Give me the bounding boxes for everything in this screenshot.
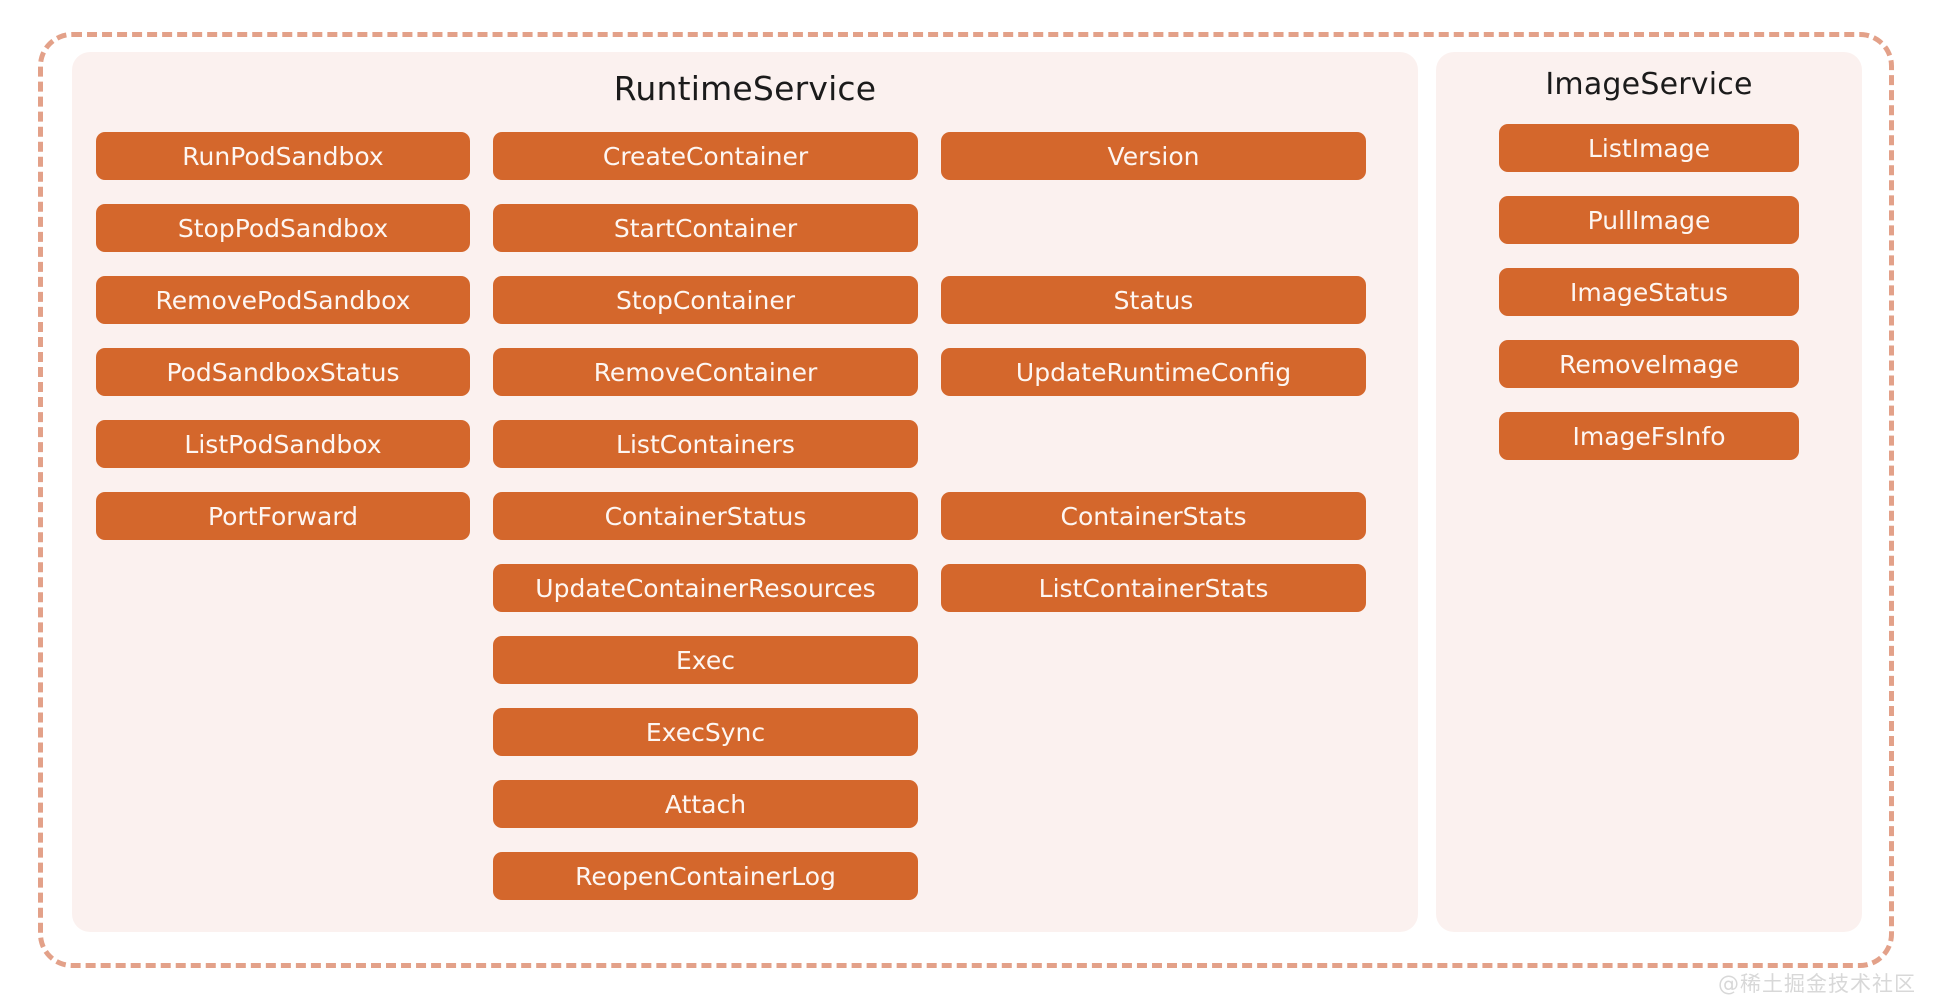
rpc-pill[interactable]: ListImage (1499, 124, 1799, 172)
rpc-pill[interactable]: PodSandboxStatus (96, 348, 470, 396)
rpc-pill[interactable]: CreateContainer (493, 132, 918, 180)
rpc-pill[interactable]: Version (941, 132, 1366, 180)
rpc-pill[interactable]: RemovePodSandbox (96, 276, 470, 324)
rpc-pill[interactable]: RemoveContainer (493, 348, 918, 396)
rpc-pill[interactable]: UpdateContainerResources (493, 564, 918, 612)
panel-image-service-title: ImageService (1545, 67, 1753, 102)
runtime-service-column-1: RunPodSandbox StopPodSandbox RemovePodSa… (96, 132, 470, 540)
rpc-pill[interactable]: StopContainer (493, 276, 918, 324)
rpc-pill[interactable]: ListContainerStats (941, 564, 1366, 612)
rpc-pill[interactable]: RemoveImage (1499, 340, 1799, 388)
rpc-pill[interactable]: UpdateRuntimeConfig (941, 348, 1366, 396)
rpc-pill[interactable]: ImageFsInfo (1499, 412, 1799, 460)
runtime-service-column-2: CreateContainer StartContainer StopConta… (493, 132, 918, 900)
rpc-pill[interactable]: StopPodSandbox (96, 204, 470, 252)
rpc-pill[interactable]: StartContainer (493, 204, 918, 252)
image-service-columns: ListImage PullImage ImageStatus RemoveIm… (1436, 100, 1862, 460)
runtime-service-column-3: Version Status UpdateRuntimeConfig Conta… (941, 132, 1366, 612)
rpc-pill[interactable]: Attach (493, 780, 918, 828)
rpc-pill[interactable]: ContainerStatus (493, 492, 918, 540)
panel-runtime-service: RuntimeService RunPodSandbox StopPodSand… (72, 52, 1418, 932)
rpc-pill[interactable]: ExecSync (493, 708, 918, 756)
rpc-pill[interactable]: RunPodSandbox (96, 132, 470, 180)
watermark-label: @稀土掘金技术社区 (1718, 972, 1916, 996)
dashed-outer-frame (38, 32, 1894, 968)
rpc-pill[interactable]: ReopenContainerLog (493, 852, 918, 900)
rpc-pill[interactable]: Status (941, 276, 1366, 324)
rpc-pill[interactable]: ContainerStats (941, 492, 1366, 540)
rpc-pill[interactable]: PullImage (1499, 196, 1799, 244)
runtime-service-columns: RunPodSandbox StopPodSandbox RemovePodSa… (96, 105, 1418, 900)
rpc-pill[interactable]: ImageStatus (1499, 268, 1799, 316)
service-panels-row: RuntimeService RunPodSandbox StopPodSand… (72, 52, 1862, 932)
rpc-pill[interactable]: ListPodSandbox (96, 420, 470, 468)
rpc-pill[interactable]: PortForward (96, 492, 470, 540)
image-service-column-1: ListImage PullImage ImageStatus RemoveIm… (1499, 124, 1799, 460)
panel-runtime-service-title: RuntimeService (613, 69, 877, 108)
panel-image-service: ImageService ListImage PullImage ImageSt… (1436, 52, 1862, 932)
rpc-pill[interactable]: ListContainers (493, 420, 918, 468)
rpc-pill[interactable]: Exec (493, 636, 918, 684)
